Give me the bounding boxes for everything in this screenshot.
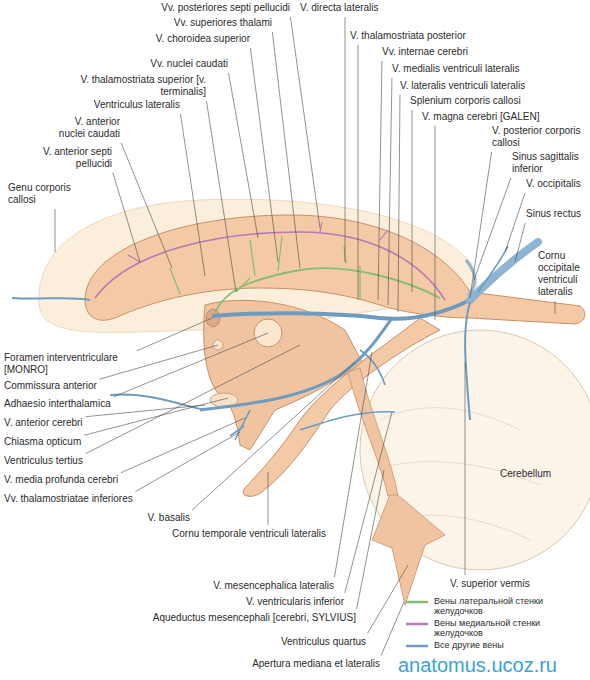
anatomy-label: Cornu temporale ventriculi lateralis [172,528,326,540]
anatomy-label: Commissura anterior [4,380,97,392]
anatomy-label: Foramen interventriculare [MONRO] [4,352,134,376]
anatomy-label: V. thalamostriata superior [v. terminali… [71,74,206,98]
leader-line [135,432,240,492]
leader-line [113,173,140,262]
straight-sinus [470,242,538,300]
lateral-ventricle [85,215,585,324]
anatomy-label: Vv. thalamostriatae inferiores [4,493,133,505]
leader-line [358,45,359,300]
anatomy-label: Sinus sagittalis inferior [512,151,584,175]
aqueduct [348,368,398,496]
leader-line [345,412,392,593]
inferior-ventricular-vein [300,412,395,430]
anatomy-label: Vv. internae cerebri [382,46,468,58]
anatomy-label: V. thalamostriata posterior [350,30,466,42]
anatomy-label: V. superior vermis [450,578,530,590]
leader-line [268,472,269,525]
legend-row: Вены медиальной стенки желудочков [405,618,585,638]
anatomy-label: Apertura mediana et lateralis [252,658,380,670]
anatomy-label: V. directa lateralis [300,2,379,14]
leader-lines [55,17,555,655]
leader-line [290,17,320,228]
anatomy-label: Ventriculus quartus [281,636,366,648]
leader-line [229,73,258,238]
anatomy-label: V. anterior septi pellucidi [40,146,112,170]
anatomy-label: V. occipitalis [526,178,581,190]
anatomy-label: V. choroidea superior [156,33,250,45]
legend-sample [405,599,429,605]
anatomy-label: Ventriculus lateralis [94,99,180,111]
frontal-vein [12,298,90,300]
leader-line [334,352,372,577]
anatomy-label: Vv. nuclei caudati [150,58,228,70]
watermark: anatomus.ucoz.ru [398,654,557,677]
leader-line [381,602,404,655]
leader-line [180,114,205,276]
leader-line [465,362,466,575]
leader-line [398,95,400,312]
anatomy-label: V. medialis ventriculi lateralis [392,63,519,75]
anatomy-label: V. ventricularis inferior [246,596,344,608]
legend-text: Вены латеральной стенки желудочков [434,596,584,616]
leader-line [378,61,382,300]
leader-line [555,301,556,314]
anatomy-label: V. mesencephalica lateralis [213,580,334,592]
leader-line [515,223,525,262]
leader-line [121,143,172,268]
legend-text: Все другие вены [434,640,504,650]
caudate-vein-branch [170,236,360,300]
deep-middle-vein [230,410,250,440]
anatomy-label: Cornu occipitale ventriculi lateralis [538,250,586,298]
anatomy-label: Sinus rectus [526,208,581,220]
lateral-mesencephalic-vein [360,350,385,385]
fourth-ventricle [372,495,445,605]
leader-line [137,318,212,351]
occipital-vein [478,246,508,292]
leader-line [272,32,300,268]
leader-line [55,209,56,252]
internal-cerebral-vein [212,300,470,319]
legend-sample [405,643,429,649]
leader-line [345,17,346,262]
legend: Вены латеральной стенки желудочковВены м… [405,596,585,650]
anatomy-label: V. anterior cerebri [4,417,83,429]
anatomy-label: V. lateralis ventriculi lateralis [400,80,525,92]
anatomy-label: Adhaesio interthalamica [4,398,111,410]
leader-line [250,48,278,262]
anatomy-label: Chiasma opticum [4,436,81,448]
leader-line [192,362,355,510]
leader-line [474,178,511,280]
anatomy-label: V. basalis [148,512,190,524]
legend-row: Все другие вены [405,640,585,650]
anatomy-label: Genu corporis callosi [8,182,78,206]
leader-line [388,78,392,305]
leader-line [368,565,408,633]
anatomy-label: V. media profunda cerebri [4,474,118,486]
leader-line [470,152,492,298]
leader-line [412,110,413,292]
anatomy-label: V. posterior corporis callosi [492,125,582,149]
leader-line [357,470,384,609]
leader-line [505,193,525,252]
anatomy-label: Cerebellum [500,468,551,480]
anatomy-label: Vv. superiores thalami [174,17,272,29]
leader-line [206,101,236,292]
lateral-vein [215,268,440,312]
anatomy-label: V. magna cerebri [GALEN] [422,111,539,123]
legend-text: Вены медиальной стенки желудочков [434,618,584,638]
legend-row: Вены латеральной стенки желудочков [405,596,585,616]
legend-sample [405,621,429,627]
leader-line [435,126,436,320]
foramen [206,309,220,327]
medial-vein [95,232,445,300]
anatomy-label: Splenium corporis callosi [410,95,521,107]
leader-line [114,333,268,397]
inferior-sagittal-sinus [466,260,475,296]
anatomy-label: V. anterior nuclei caudati [50,116,120,140]
superior-vermian-vein [465,302,470,420]
anatomy-label: Aqueductus mesencephali [cerebri, SYLVIU… [153,612,356,624]
anatomy-label: Vv. posteriores septi pellucidi [161,2,290,14]
basal-vein [200,318,392,410]
anatomy-label: Ventriculus tertius [4,455,83,467]
